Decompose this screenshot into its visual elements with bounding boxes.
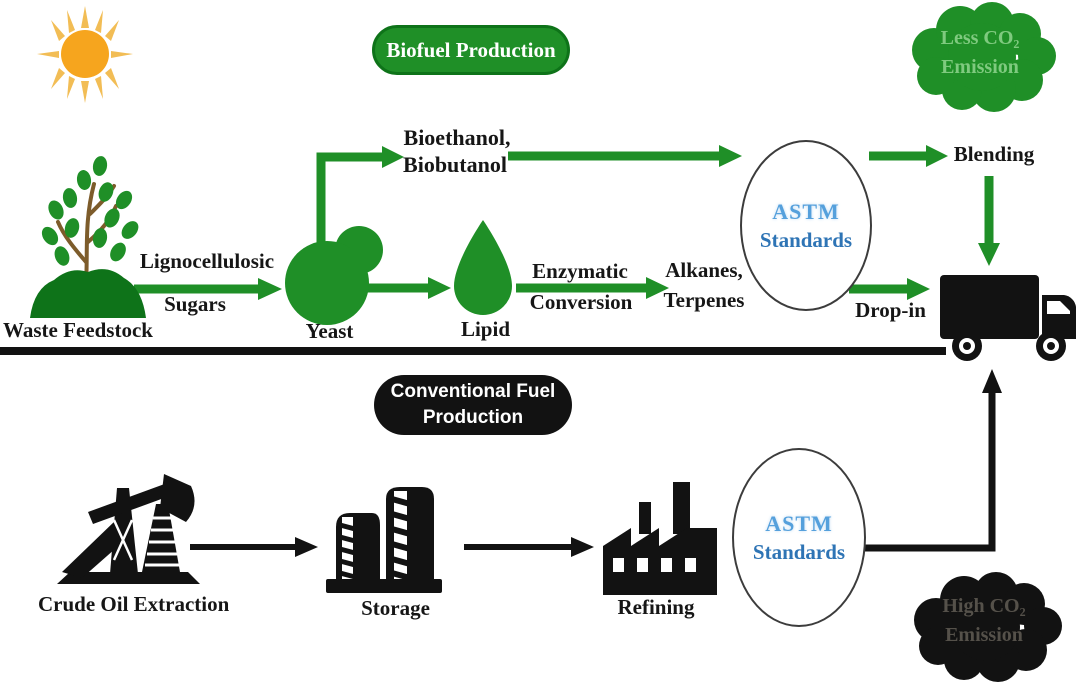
less-co2-label: Less CO₂ Emission [903, 24, 1057, 82]
high-co2-line2: Emission [945, 624, 1023, 646]
biofuel-pill-label: Biofuel Production [386, 37, 556, 62]
terpenes-label: Terpenes [663, 288, 745, 312]
drop-in-label: Drop-in [855, 298, 926, 322]
truck-body [940, 275, 1039, 339]
waste-feedstock-plant-icon [30, 156, 146, 318]
arrow-astm-to-truck [864, 369, 1002, 552]
conventional-pill-line2: Production [422, 407, 524, 428]
yeast-label: Yeast [305, 319, 354, 343]
arrow-lipid-to-alkanes [516, 277, 669, 299]
alkanes-label: Alkanes, [665, 258, 743, 282]
fuel-truck-icon [940, 275, 1076, 361]
lipid-label: Lipid [460, 317, 511, 341]
high-co2-line1: High CO₂ [942, 595, 1026, 617]
astm-standards-label-top: Standards [759, 227, 853, 252]
astm-standards-label-bottom: Standards [752, 539, 846, 564]
conventional-pill-line1: Conventional Fuel [390, 381, 556, 403]
enzymatic-label: Enzymatic [532, 259, 628, 283]
refinery-factory-icon [603, 482, 717, 595]
arrow-crude-to-storage [190, 537, 318, 557]
truck-window [1047, 301, 1070, 314]
bioethanol-label: Bioethanol, [403, 125, 511, 150]
arrow-bioethanol-to-astm [508, 145, 742, 167]
refinery-chimney-small [639, 502, 651, 534]
less-co2-cloud-icon [912, 2, 1056, 112]
refining-label: Refining [617, 595, 695, 619]
arrow-yeast-to-lipid [366, 277, 451, 299]
arrow-yeast-to-bioethanol [316, 146, 404, 246]
storage-tanks-icon [326, 487, 442, 593]
arrow-blending-to-truck [978, 176, 1000, 266]
astm-label-bottom: ASTM [765, 510, 833, 536]
blending-label: Blending [953, 142, 1035, 166]
storage-base [326, 579, 442, 593]
arrow-storage-to-refining [464, 537, 594, 557]
biofuel-production-pill: Biofuel Production [372, 25, 570, 75]
pumpjack-derrick [142, 504, 180, 572]
truck-wheels [952, 331, 1066, 361]
crude-oil-extraction-label: Crude Oil Extraction [38, 592, 230, 616]
storage-tank-left [336, 513, 380, 581]
oil-pumpjack-icon [57, 474, 200, 584]
refinery-windows [613, 558, 696, 572]
storage-label: Storage [361, 596, 430, 620]
conventional-fuel-pill: Conventional Fuel Production [374, 375, 572, 435]
lignocellulosic-label: Lignocellulosic [139, 249, 275, 273]
sun-icon [37, 6, 133, 103]
conversion-label: Conversion [529, 290, 633, 314]
arrow-dropin-to-truck [849, 278, 930, 300]
refinery-building [603, 528, 717, 595]
lipid-droplet-icon [454, 220, 512, 316]
pumpjack-beam [88, 482, 175, 524]
yeast-cell-icon [285, 226, 383, 325]
less-co2-line1: Less CO₂ [940, 27, 1020, 49]
storage-tank-right [386, 487, 434, 581]
arrow-astm-to-blending [869, 145, 948, 167]
arrow-feedstock-to-yeast [134, 278, 282, 300]
astm-standards-ellipse-conventional: ASTM Standards [732, 448, 866, 627]
refinery-chimney-tall [673, 482, 690, 534]
high-co2-cloud-icon [914, 572, 1062, 682]
astm-label-top: ASTM [772, 198, 840, 224]
astm-standards-ellipse-biofuel: ASTM Standards [740, 140, 872, 311]
biobutanol-label: Biobutanol [403, 152, 507, 177]
grass-mound [30, 269, 146, 318]
high-co2-label: High CO₂ Emission [905, 592, 1063, 650]
less-co2-line2: Emission [941, 56, 1019, 78]
sugars-label: Sugars [164, 292, 226, 316]
waste-feedstock-label: Waste Feedstock [3, 318, 153, 342]
